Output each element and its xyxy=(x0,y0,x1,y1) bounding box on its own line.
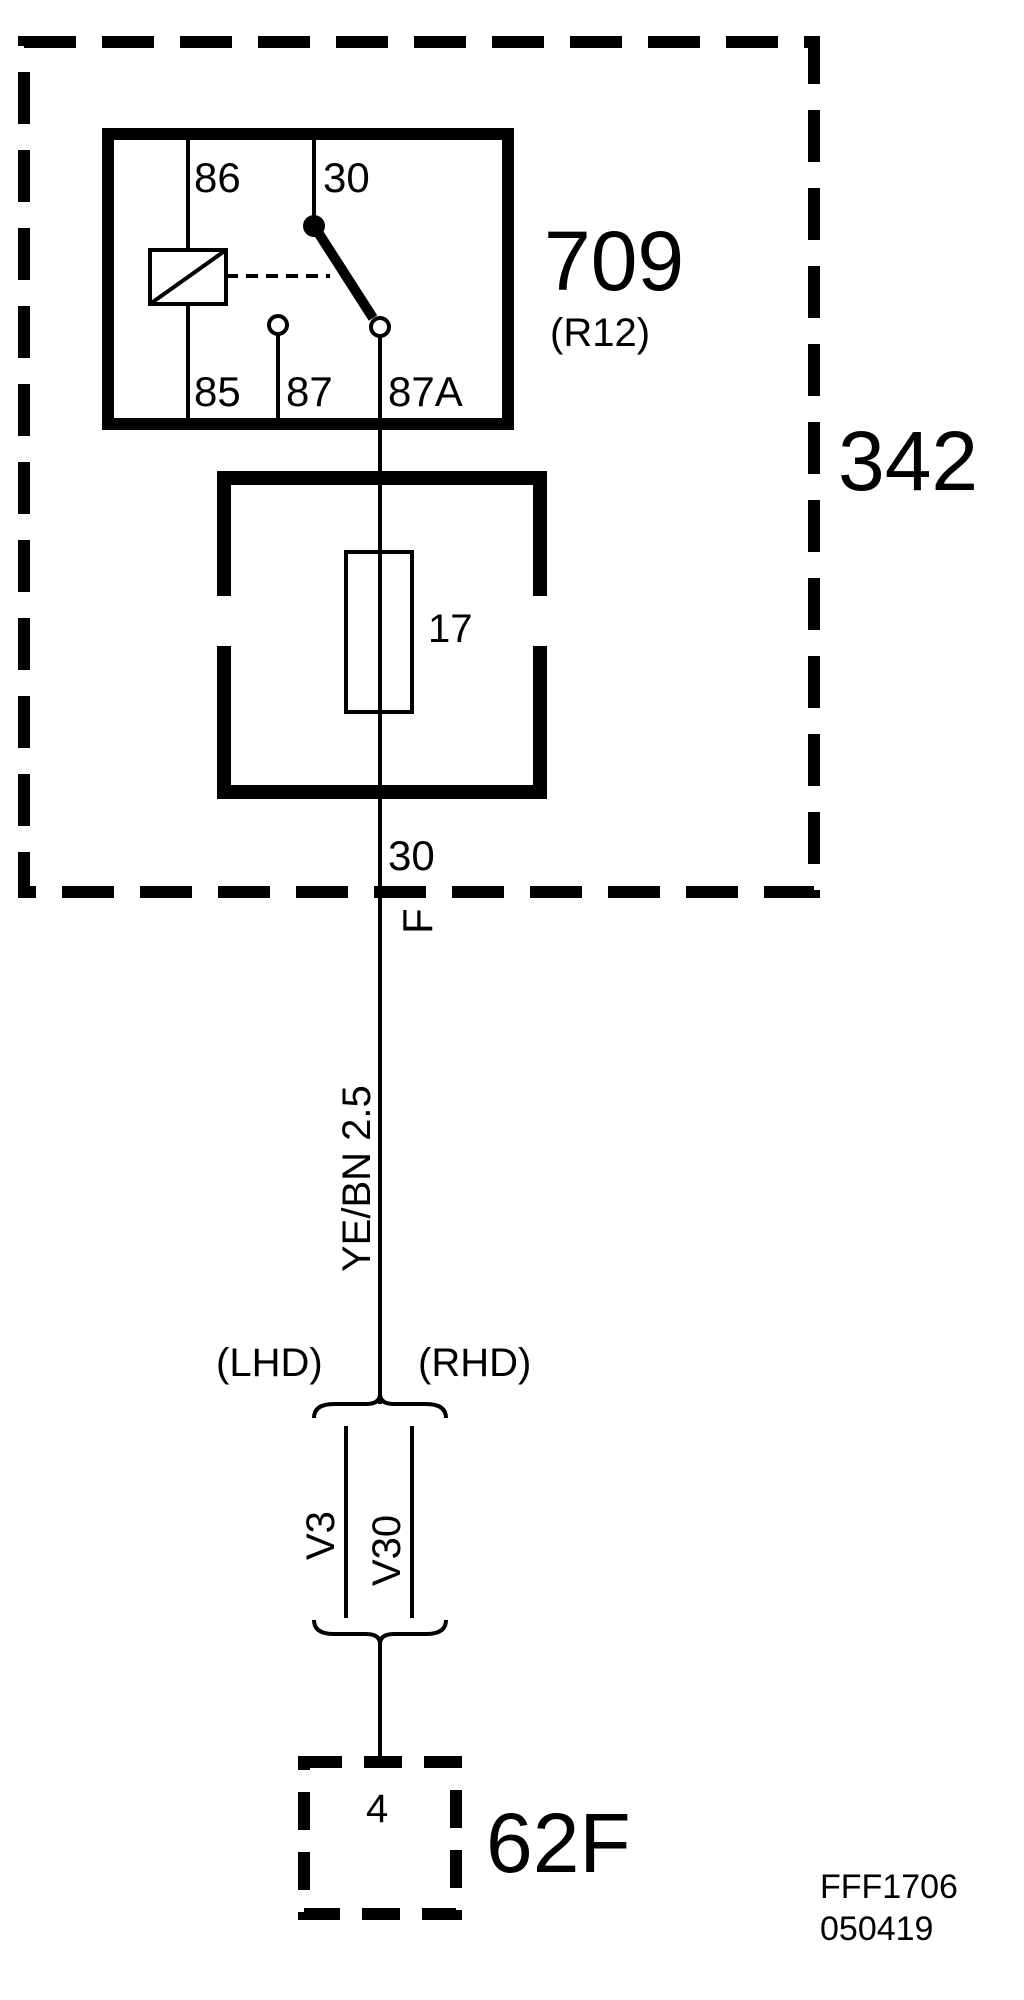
variant-lhd-label: (LHD) xyxy=(216,1341,323,1385)
module-342-boundary xyxy=(18,36,820,898)
relay-pin-87: 87 xyxy=(286,368,333,415)
relay-709-label: 709 xyxy=(544,214,684,308)
variant-v3-label: V3 xyxy=(299,1511,343,1560)
wire-label: YE/BN 2.5 xyxy=(335,1085,379,1272)
relay-pin87-terminal xyxy=(267,314,289,336)
relay-pin-30: 30 xyxy=(323,154,370,201)
variant-top-brace xyxy=(312,1393,448,1419)
destination-pin-4: 4 xyxy=(366,1787,388,1831)
relay-pin-85: 85 xyxy=(194,368,241,415)
fuse-17-label: 17 xyxy=(428,607,473,651)
output-connector-f: F xyxy=(394,908,441,934)
module-342-label: 342 xyxy=(838,414,978,508)
reference-date: 050419 xyxy=(820,1910,933,1948)
output-pin-30: 30 xyxy=(388,832,435,879)
relay-switch-contact-arm xyxy=(309,223,378,321)
variant-v30-label: V30 xyxy=(365,1515,409,1586)
relay-pin-86: 86 xyxy=(194,154,241,201)
variant-bottom-brace xyxy=(312,1619,448,1645)
variant-rhd-label: (RHD) xyxy=(418,1341,531,1385)
relay-coil-diagonal xyxy=(148,248,228,306)
relay-pin87a-terminal xyxy=(369,316,391,338)
relay-pin-87a: 87A xyxy=(388,368,463,415)
fuse-holder-box xyxy=(217,471,547,799)
destination-62f-label: 62F xyxy=(486,1796,631,1890)
relay-709-ref: (R12) xyxy=(550,311,650,355)
relay-709-box xyxy=(102,128,514,430)
destination-62f-box xyxy=(298,1756,462,1920)
reference-code: FFF1706 xyxy=(820,1868,958,1906)
